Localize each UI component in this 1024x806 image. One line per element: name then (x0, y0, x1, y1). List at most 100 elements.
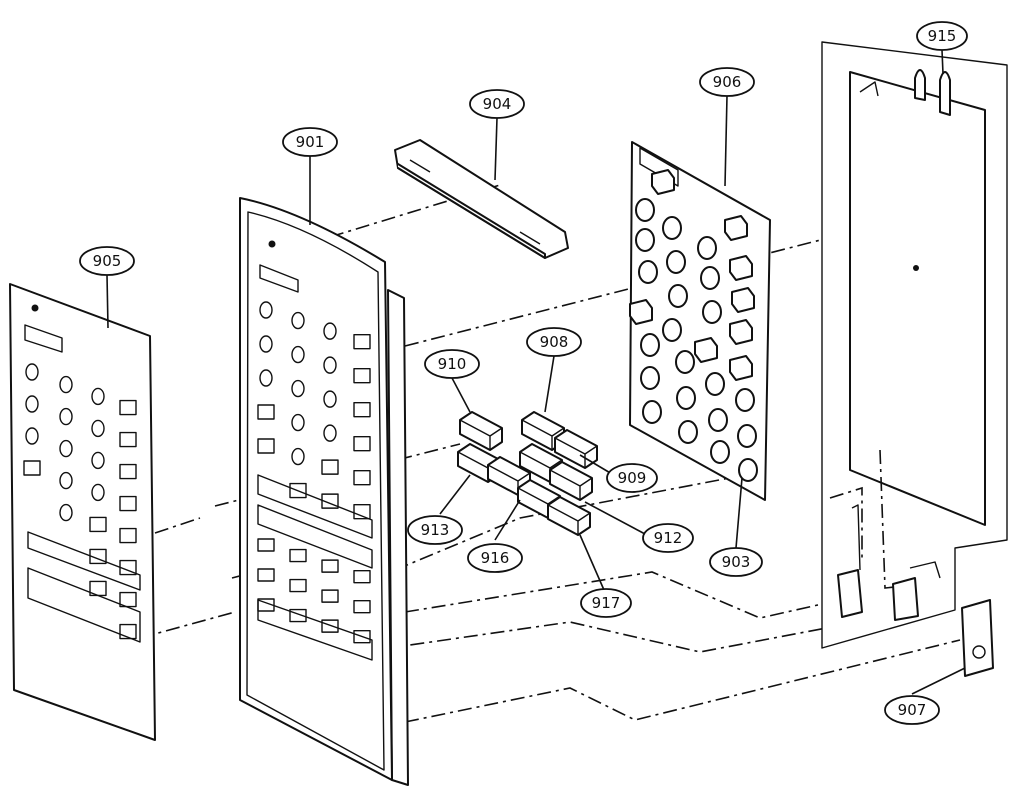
part-906-keypad (629, 141, 771, 501)
case-901-square-button-outline (257, 404, 275, 420)
case-901-inner-rim (246, 211, 385, 771)
panel-905-bar-bottom (27, 567, 141, 643)
panel-905-round-button-outline (59, 471, 73, 490)
keypad-906-square-key (694, 337, 718, 363)
keypad-906-round-key (705, 372, 725, 396)
keypad-906-square-key (651, 169, 675, 195)
case-901-square-button-outline (353, 401, 371, 418)
keypad-906-round-key (678, 420, 698, 444)
ref-line-905-901-b (139, 611, 236, 639)
callout-903-label: 903 (722, 553, 751, 571)
leader-910 (451, 377, 471, 413)
panel-905-round-button-outline (59, 439, 73, 458)
panel-905-round-button-outline (91, 387, 105, 406)
case-901-dot (268, 240, 276, 248)
leader-906 (724, 95, 728, 187)
callout-910: 910 (424, 349, 480, 379)
keypad-906-round-key (640, 333, 660, 357)
case-901-round-button-outline (259, 335, 273, 353)
small-part-912-key-2-edge (549, 469, 593, 500)
panel-905-round-button-outline (91, 419, 105, 438)
board-915-contact-2 (892, 577, 919, 621)
case-901-lower-button-outline (289, 548, 307, 563)
keypad-906-square-key (729, 319, 753, 345)
leader-908 (544, 355, 555, 413)
keypad-906-round-key (642, 400, 662, 424)
keypad-906-round-key (738, 458, 758, 482)
case-901-square-button-outline (353, 367, 371, 384)
panel-905-round-button-outline (91, 483, 105, 502)
case-901-round-button-outline (323, 322, 337, 340)
leader-917 (579, 534, 605, 591)
panel-905-dot (31, 304, 39, 312)
leader-913 (439, 474, 471, 515)
part-915-circuit-board (821, 41, 1008, 649)
case-901-square-button-outline (321, 459, 339, 475)
leader-907 (911, 667, 966, 695)
callout-909: 909 (606, 463, 658, 493)
keypad-906-slot (639, 147, 679, 187)
case-901-lower-button-outline (353, 629, 371, 644)
keypad-906-round-key (640, 366, 660, 390)
small-part-917-key-edge (547, 504, 591, 535)
panel-905-round-button-outline (91, 451, 105, 470)
callout-910-label: 910 (438, 355, 467, 373)
keypad-906-square-key (724, 215, 748, 241)
small-part-908-key-edge (521, 419, 565, 450)
keypad-906-round-key (737, 424, 757, 448)
keypad-906-round-key (675, 350, 695, 374)
keypad-906-round-key (700, 266, 720, 290)
case-901-square-button-outline (257, 438, 275, 454)
ref-line-901-910 (214, 443, 461, 507)
board-915-hole (913, 265, 919, 271)
panel-905-round-button-outline (25, 427, 39, 445)
ref-line-to-907 (404, 639, 961, 723)
case-901-square-button-outline (353, 435, 371, 452)
board-915-led-2 (939, 71, 951, 116)
panel-905-outline (9, 283, 156, 741)
case-901-round-button-outline (259, 369, 273, 387)
part-901-case (239, 197, 409, 786)
callout-908: 908 (526, 327, 582, 357)
panel-905-square-button-outline (119, 463, 137, 480)
case-901-bar-2 (257, 504, 373, 569)
callout-904-label: 904 (483, 95, 512, 113)
case-901-lower-button-outline (289, 608, 307, 623)
callout-912-label: 912 (654, 529, 683, 547)
callout-908-label: 908 (540, 333, 569, 351)
callout-912: 912 (642, 523, 694, 553)
keypad-906-round-key (666, 250, 686, 274)
case-901-lower-button-outline (353, 599, 371, 614)
small-part-909-key-edge (554, 437, 598, 468)
part-905-front-panel (9, 283, 156, 741)
panel-905-round-button-outline (25, 395, 39, 413)
panel-905-square-button-outline (119, 527, 137, 544)
keypad-906-round-key (638, 260, 658, 284)
callout-913: 913 (407, 515, 463, 545)
part-907-jack-plate (961, 599, 994, 677)
keypad-906-square-key (729, 255, 753, 281)
keypad-906-square-key (729, 355, 753, 381)
board-915-clip (859, 81, 879, 97)
keypad-906-round-key (702, 300, 722, 324)
callout-906-label: 906 (713, 73, 742, 91)
callout-917: 917 (580, 588, 632, 618)
keypad-906-round-key (708, 408, 728, 432)
callout-913-label: 913 (421, 521, 450, 539)
callout-909-label: 909 (618, 469, 647, 487)
case-901-slot (259, 264, 299, 293)
keypad-906-round-key (662, 216, 682, 240)
board-915-led-1 (914, 69, 926, 101)
keypad-906-round-key (662, 318, 682, 342)
case-901-bar-3 (257, 599, 373, 661)
case-901-lower-button-outline (321, 589, 339, 603)
part-904-top-cap (394, 139, 569, 259)
keypad-906-round-key (697, 236, 717, 260)
cap-904-tabs (409, 159, 541, 245)
board-915-contact-1 (837, 569, 863, 618)
ref-line-905-901-a (154, 517, 201, 534)
panel-905-square-button-outline (119, 495, 137, 512)
case-901-lower-button-outline (321, 559, 339, 573)
panel-905-square-button-outline (119, 591, 137, 608)
cap-904-edge (397, 163, 546, 259)
